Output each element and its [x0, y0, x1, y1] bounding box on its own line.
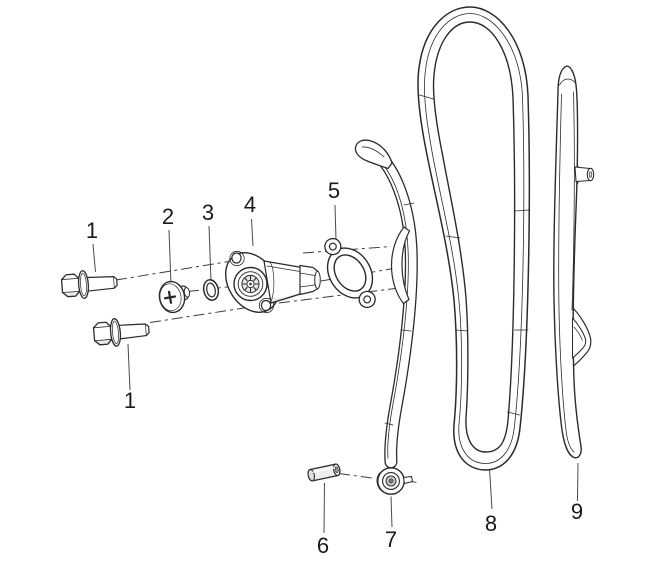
- bolt-flange-washer: [109, 318, 122, 347]
- part-flange-bolt-upper: [60, 270, 118, 299]
- guide-arm-face: [368, 145, 417, 468]
- callout-8: 8: [484, 511, 498, 536]
- o-ring-inner: [206, 282, 216, 298]
- leader-1-upper: [92, 243, 96, 273]
- leader-5: [334, 204, 337, 241]
- part-plug-washer: [158, 280, 191, 314]
- part-flange-bolt-lower: [92, 318, 150, 347]
- bolt-shaft: [118, 323, 150, 340]
- tensioner-ear-ring-top: [229, 250, 245, 267]
- callout-5: 5: [327, 178, 341, 203]
- callout-leader-lines: [92, 204, 579, 534]
- leader-9: [577, 462, 579, 502]
- leader-8: [489, 468, 493, 510]
- tensioner-ratchet-teeth: [242, 275, 259, 293]
- tensioner-cylinder-groove: [268, 261, 275, 303]
- gasket-hole-top: [328, 242, 337, 251]
- pin-bore: [334, 466, 339, 474]
- leader-6: [323, 482, 325, 534]
- guide-arm-ticks: [384, 202, 415, 426]
- plug-cross-slot: [163, 290, 177, 304]
- bolt-shaft: [86, 276, 118, 292]
- bolt-head-shade: [94, 339, 112, 345]
- part-timing-chain: [417, 6, 531, 471]
- callout-7: 7: [384, 527, 398, 552]
- chain-mid-line: [424, 13, 525, 464]
- tensioner-ear-ring-bottom: [258, 297, 275, 314]
- leader-3: [208, 225, 212, 282]
- bolt-tip-line: [145, 323, 147, 336]
- part-chain-tensioner: [224, 250, 321, 314]
- leader-7: [390, 496, 393, 528]
- tensioner-cylinder-highlight: [266, 265, 301, 272]
- guide-arm-wear-pad: [390, 226, 411, 305]
- callout-1-upper: 1: [85, 218, 99, 243]
- callout-1-lower: 1: [123, 388, 137, 413]
- tensioner-boss-ring: [237, 271, 264, 297]
- axis-lower-bolt: [149, 305, 258, 323]
- rail-peg-bore: [588, 171, 593, 178]
- pin-highlight: [312, 466, 335, 474]
- part-guide-arm: [354, 139, 418, 495]
- axis-plug-washer: [187, 286, 232, 292]
- bolt-hex-flats: [61, 277, 80, 293]
- bolt-tip-line: [113, 276, 115, 289]
- leader-4: [251, 218, 254, 247]
- bolt-head-shade: [62, 291, 80, 297]
- rail-top-cap-line: [559, 78, 576, 86]
- rail-edge-lines: [558, 91, 575, 453]
- callout-6: 6: [316, 533, 330, 558]
- plug-disc-rim: [159, 283, 182, 312]
- guide-arm-pivot-stub: [403, 476, 413, 484]
- gasket-inner: [333, 254, 367, 292]
- guide-arm-hook-line: [361, 146, 385, 158]
- part-o-ring: [202, 279, 220, 301]
- leader-1-lower: [127, 343, 131, 391]
- bolt-flange-inner: [80, 273, 87, 297]
- tensioner-ear-hole-top: [231, 252, 242, 264]
- gasket-hole-bottom: [363, 295, 372, 304]
- rail-strip: [553, 65, 582, 459]
- tensioner-ear-hole-bottom: [260, 299, 272, 312]
- tensioner-hex-cap: [314, 270, 321, 290]
- part-guide-rail: [553, 65, 595, 459]
- callout-3: 3: [201, 200, 215, 225]
- callout-9: 9: [570, 499, 584, 524]
- rail-bracket-inner: [572, 317, 587, 359]
- axis-upper-bolt: [115, 260, 233, 281]
- bolt-flange-inner: [111, 320, 119, 344]
- tensioner-center-dot: [249, 282, 252, 286]
- chain-inner-contour: [432, 21, 516, 453]
- guide-arm-edge-line: [376, 157, 409, 459]
- bolt-hex-flats: [93, 325, 112, 342]
- leader-2: [168, 229, 172, 286]
- callout-2: 2: [161, 204, 175, 229]
- guide-arm-pivot-pin: [388, 478, 394, 484]
- axis-pivot-pin: [338, 473, 376, 479]
- guide-arm-pivot-arc: [376, 472, 385, 493]
- guide-arm-top-hook: [354, 139, 393, 170]
- rail-bracket-inner-line: [573, 326, 583, 341]
- tensioner-cylinder-shade: [270, 291, 302, 303]
- callout-4: 4: [243, 192, 257, 217]
- part-gasket: [324, 237, 376, 309]
- chain-link-ticks: [419, 94, 530, 416]
- bolt-flange-washer: [77, 270, 90, 299]
- part-dowel-pin: [307, 463, 341, 482]
